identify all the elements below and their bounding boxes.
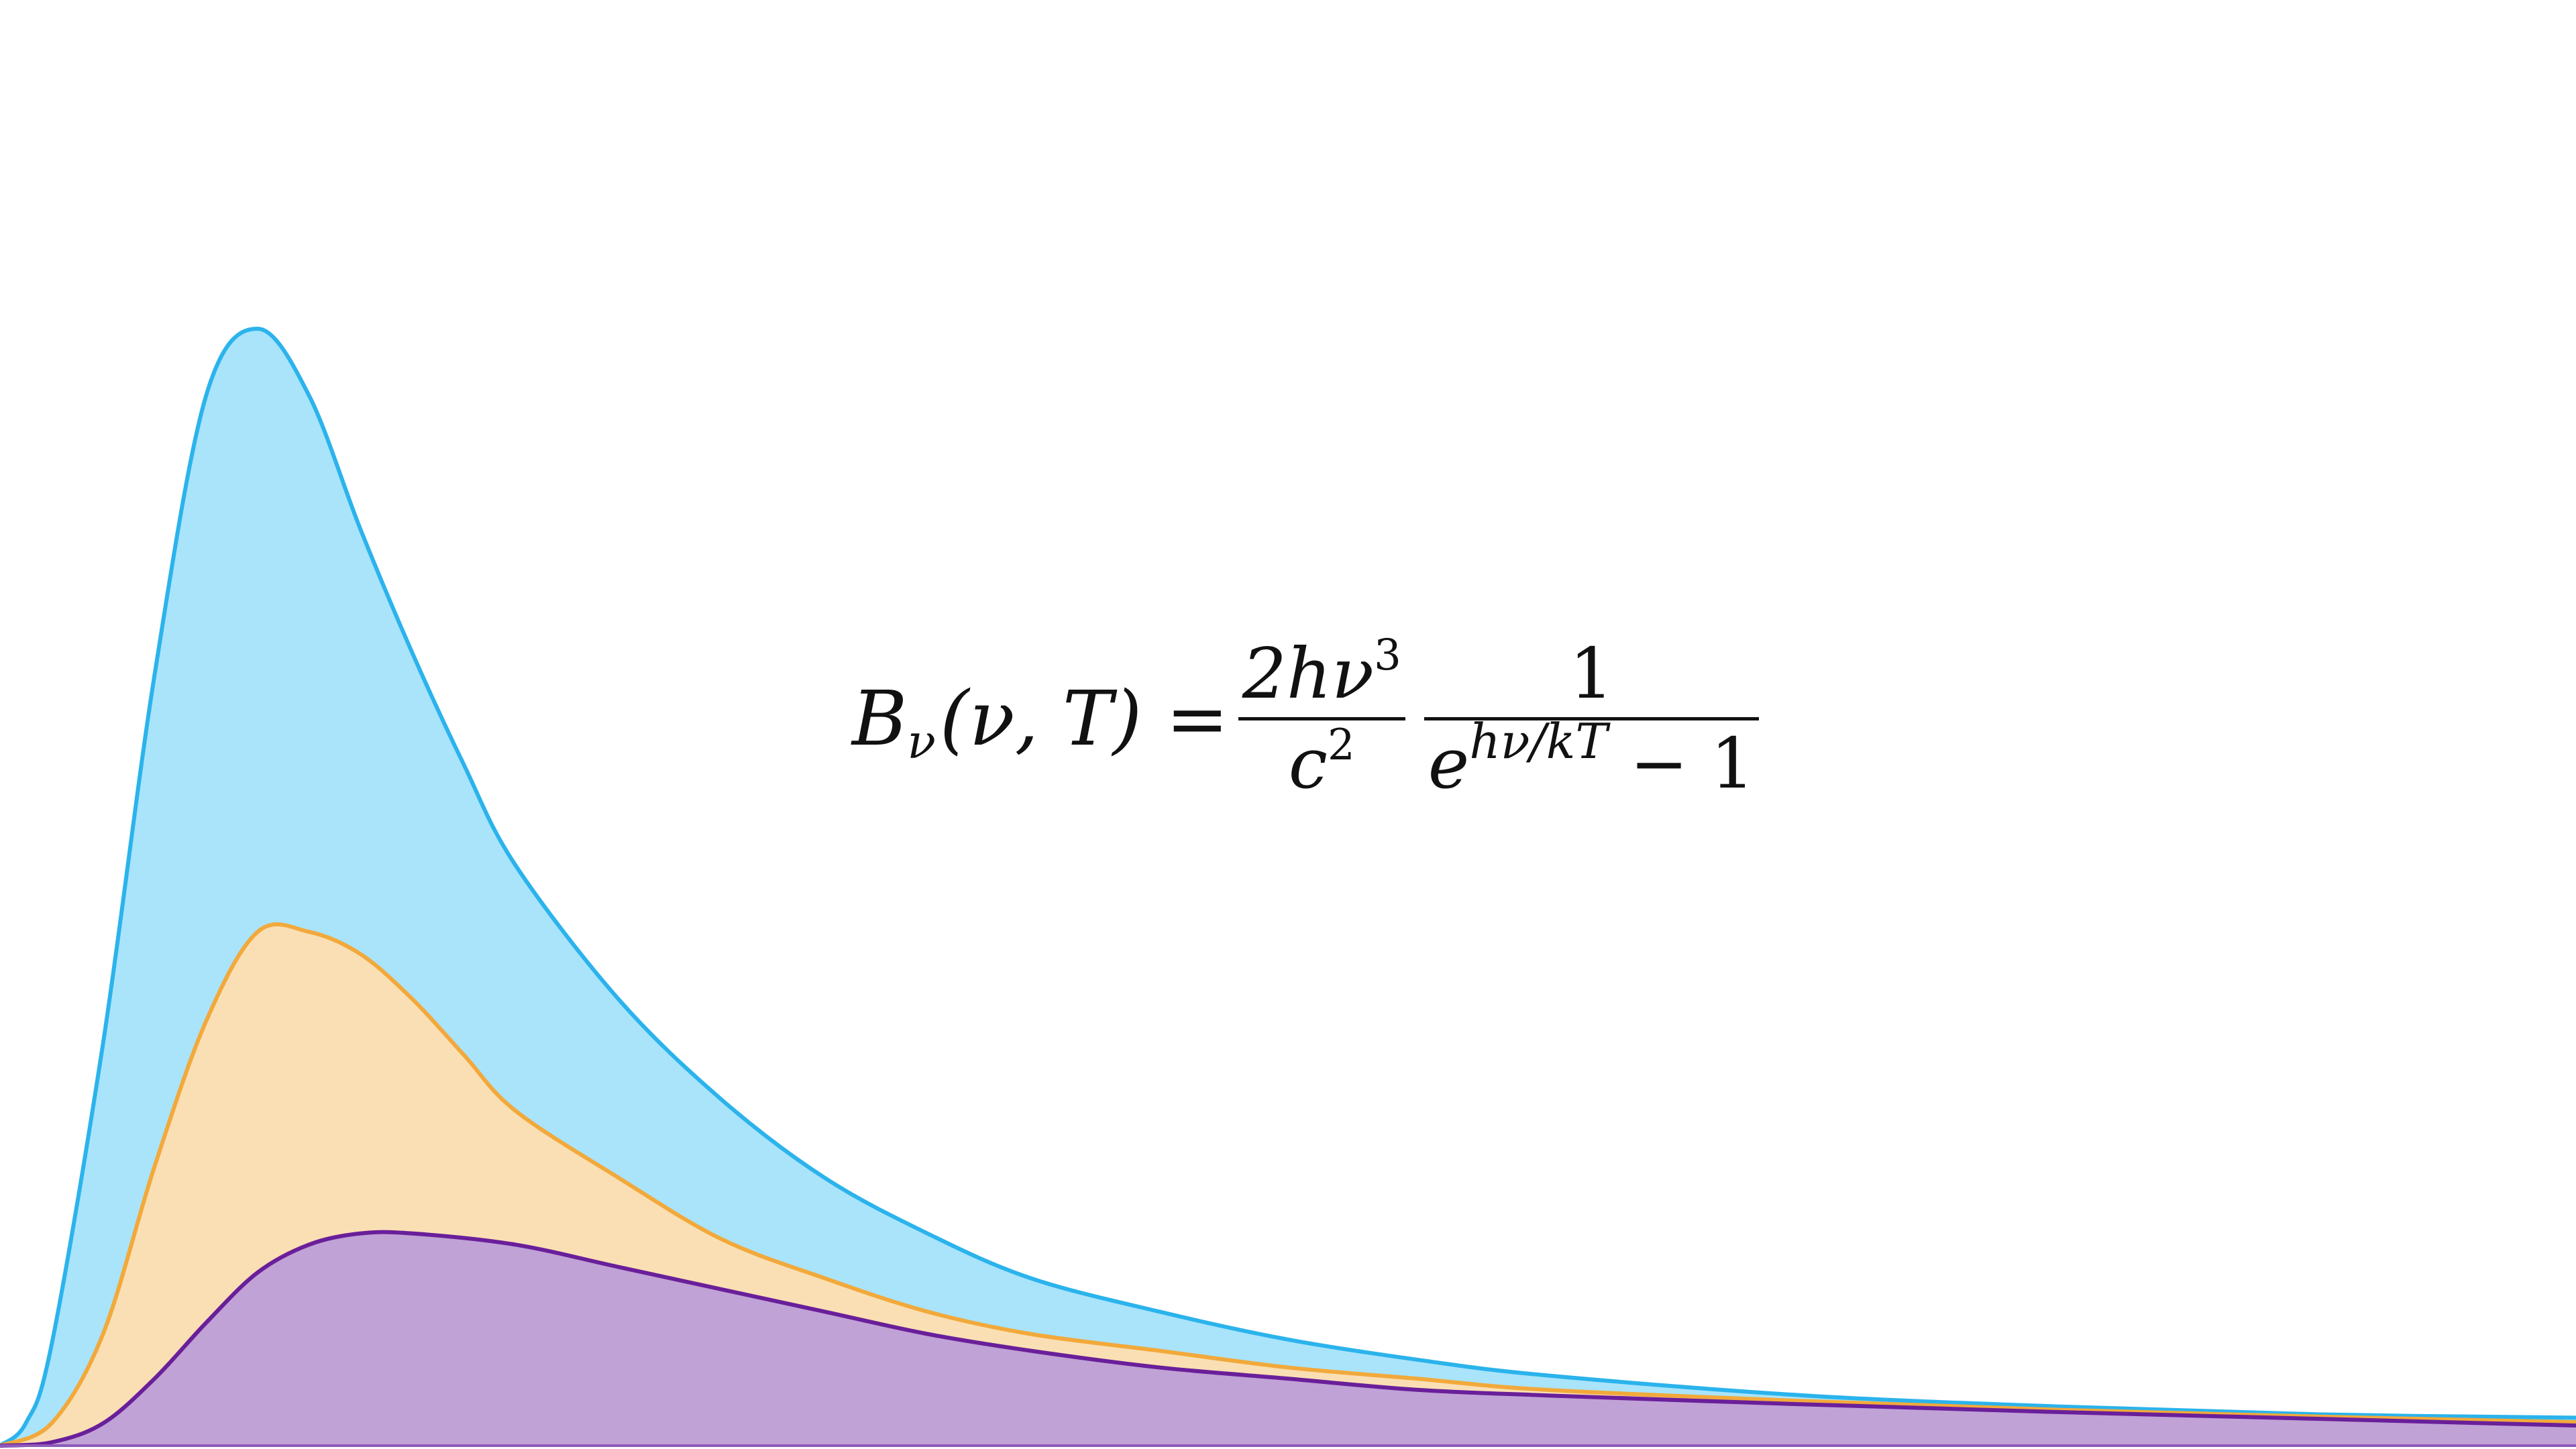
fraction-1-denominator: c2 (1285, 723, 1359, 800)
series-1-line (0, 326, 2576, 1448)
formula-subscript: ν (907, 714, 936, 769)
series-3-line (0, 1230, 2576, 1448)
series-3-area (0, 1232, 2576, 1446)
fraction-1-bar (1238, 717, 1405, 721)
formula-symbol: B (852, 675, 908, 763)
series-1-area (0, 329, 2576, 1446)
fraction-2-denominator-exponent: hν/kT (1469, 713, 1608, 770)
fraction-2-bar (1424, 717, 1759, 721)
fraction-2-denominator: ehν/kT − 1 (1424, 716, 1759, 800)
fraction-1-numerator-text: 2hν (1242, 633, 1375, 714)
fraction-2-denominator-base: e (1428, 722, 1470, 805)
fraction-1: 2hν3 c2 (1238, 633, 1405, 800)
fraction-1-numerator-exponent: 3 (1374, 631, 1401, 680)
fraction-2-numerator: 1 (1569, 633, 1614, 714)
fraction-1-denominator-exponent: 2 (1328, 720, 1355, 771)
fraction-1-denominator-text: c (1288, 722, 1328, 805)
fraction-2-denominator-tail: − 1 (1607, 722, 1755, 805)
fraction-1-numerator: 2hν3 (1238, 633, 1405, 710)
formula-lhs-args: (ν, T) = (939, 675, 1229, 763)
fraction-2: 1 ehν/kT − 1 (1424, 637, 1759, 800)
series-2-line (0, 922, 2576, 1448)
